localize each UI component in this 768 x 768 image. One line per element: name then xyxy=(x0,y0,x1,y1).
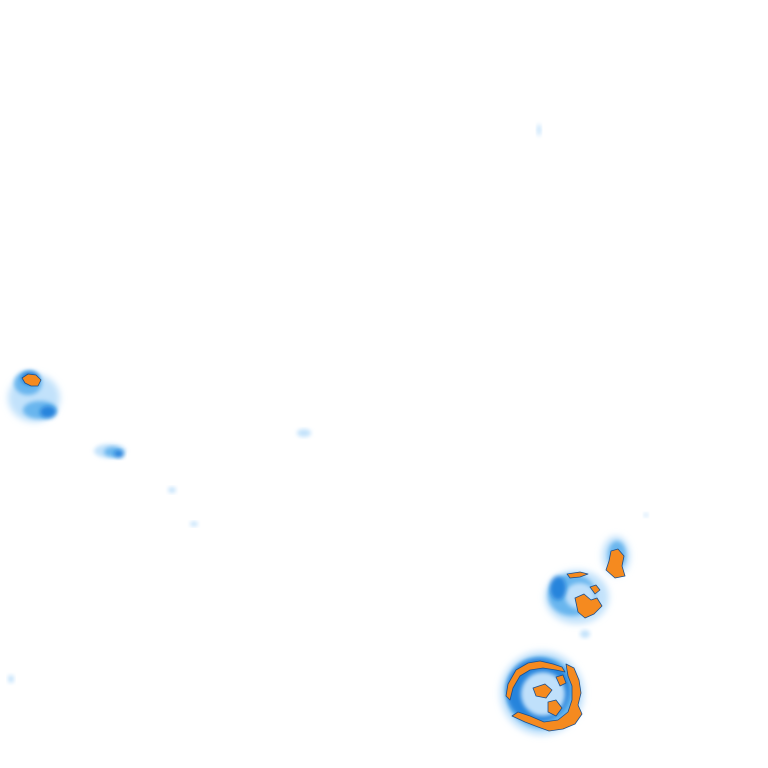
intense-core xyxy=(21,373,42,387)
precip-cell-top xyxy=(537,124,541,136)
intense-core xyxy=(511,663,583,732)
intense-core xyxy=(605,548,626,579)
precip-specks xyxy=(8,429,648,683)
intense-core xyxy=(566,571,589,579)
precip-cell-southeast-lower xyxy=(500,651,584,735)
intense-core xyxy=(555,674,567,687)
intense-core xyxy=(547,699,563,717)
precip-cell-southeast-upper xyxy=(545,536,630,624)
intense-core xyxy=(505,660,566,701)
intense-core xyxy=(532,683,553,699)
precip-cell-west xyxy=(8,371,60,422)
intense-core xyxy=(574,593,603,619)
precip-cell-west-small xyxy=(94,444,126,458)
intense-core xyxy=(589,584,601,595)
